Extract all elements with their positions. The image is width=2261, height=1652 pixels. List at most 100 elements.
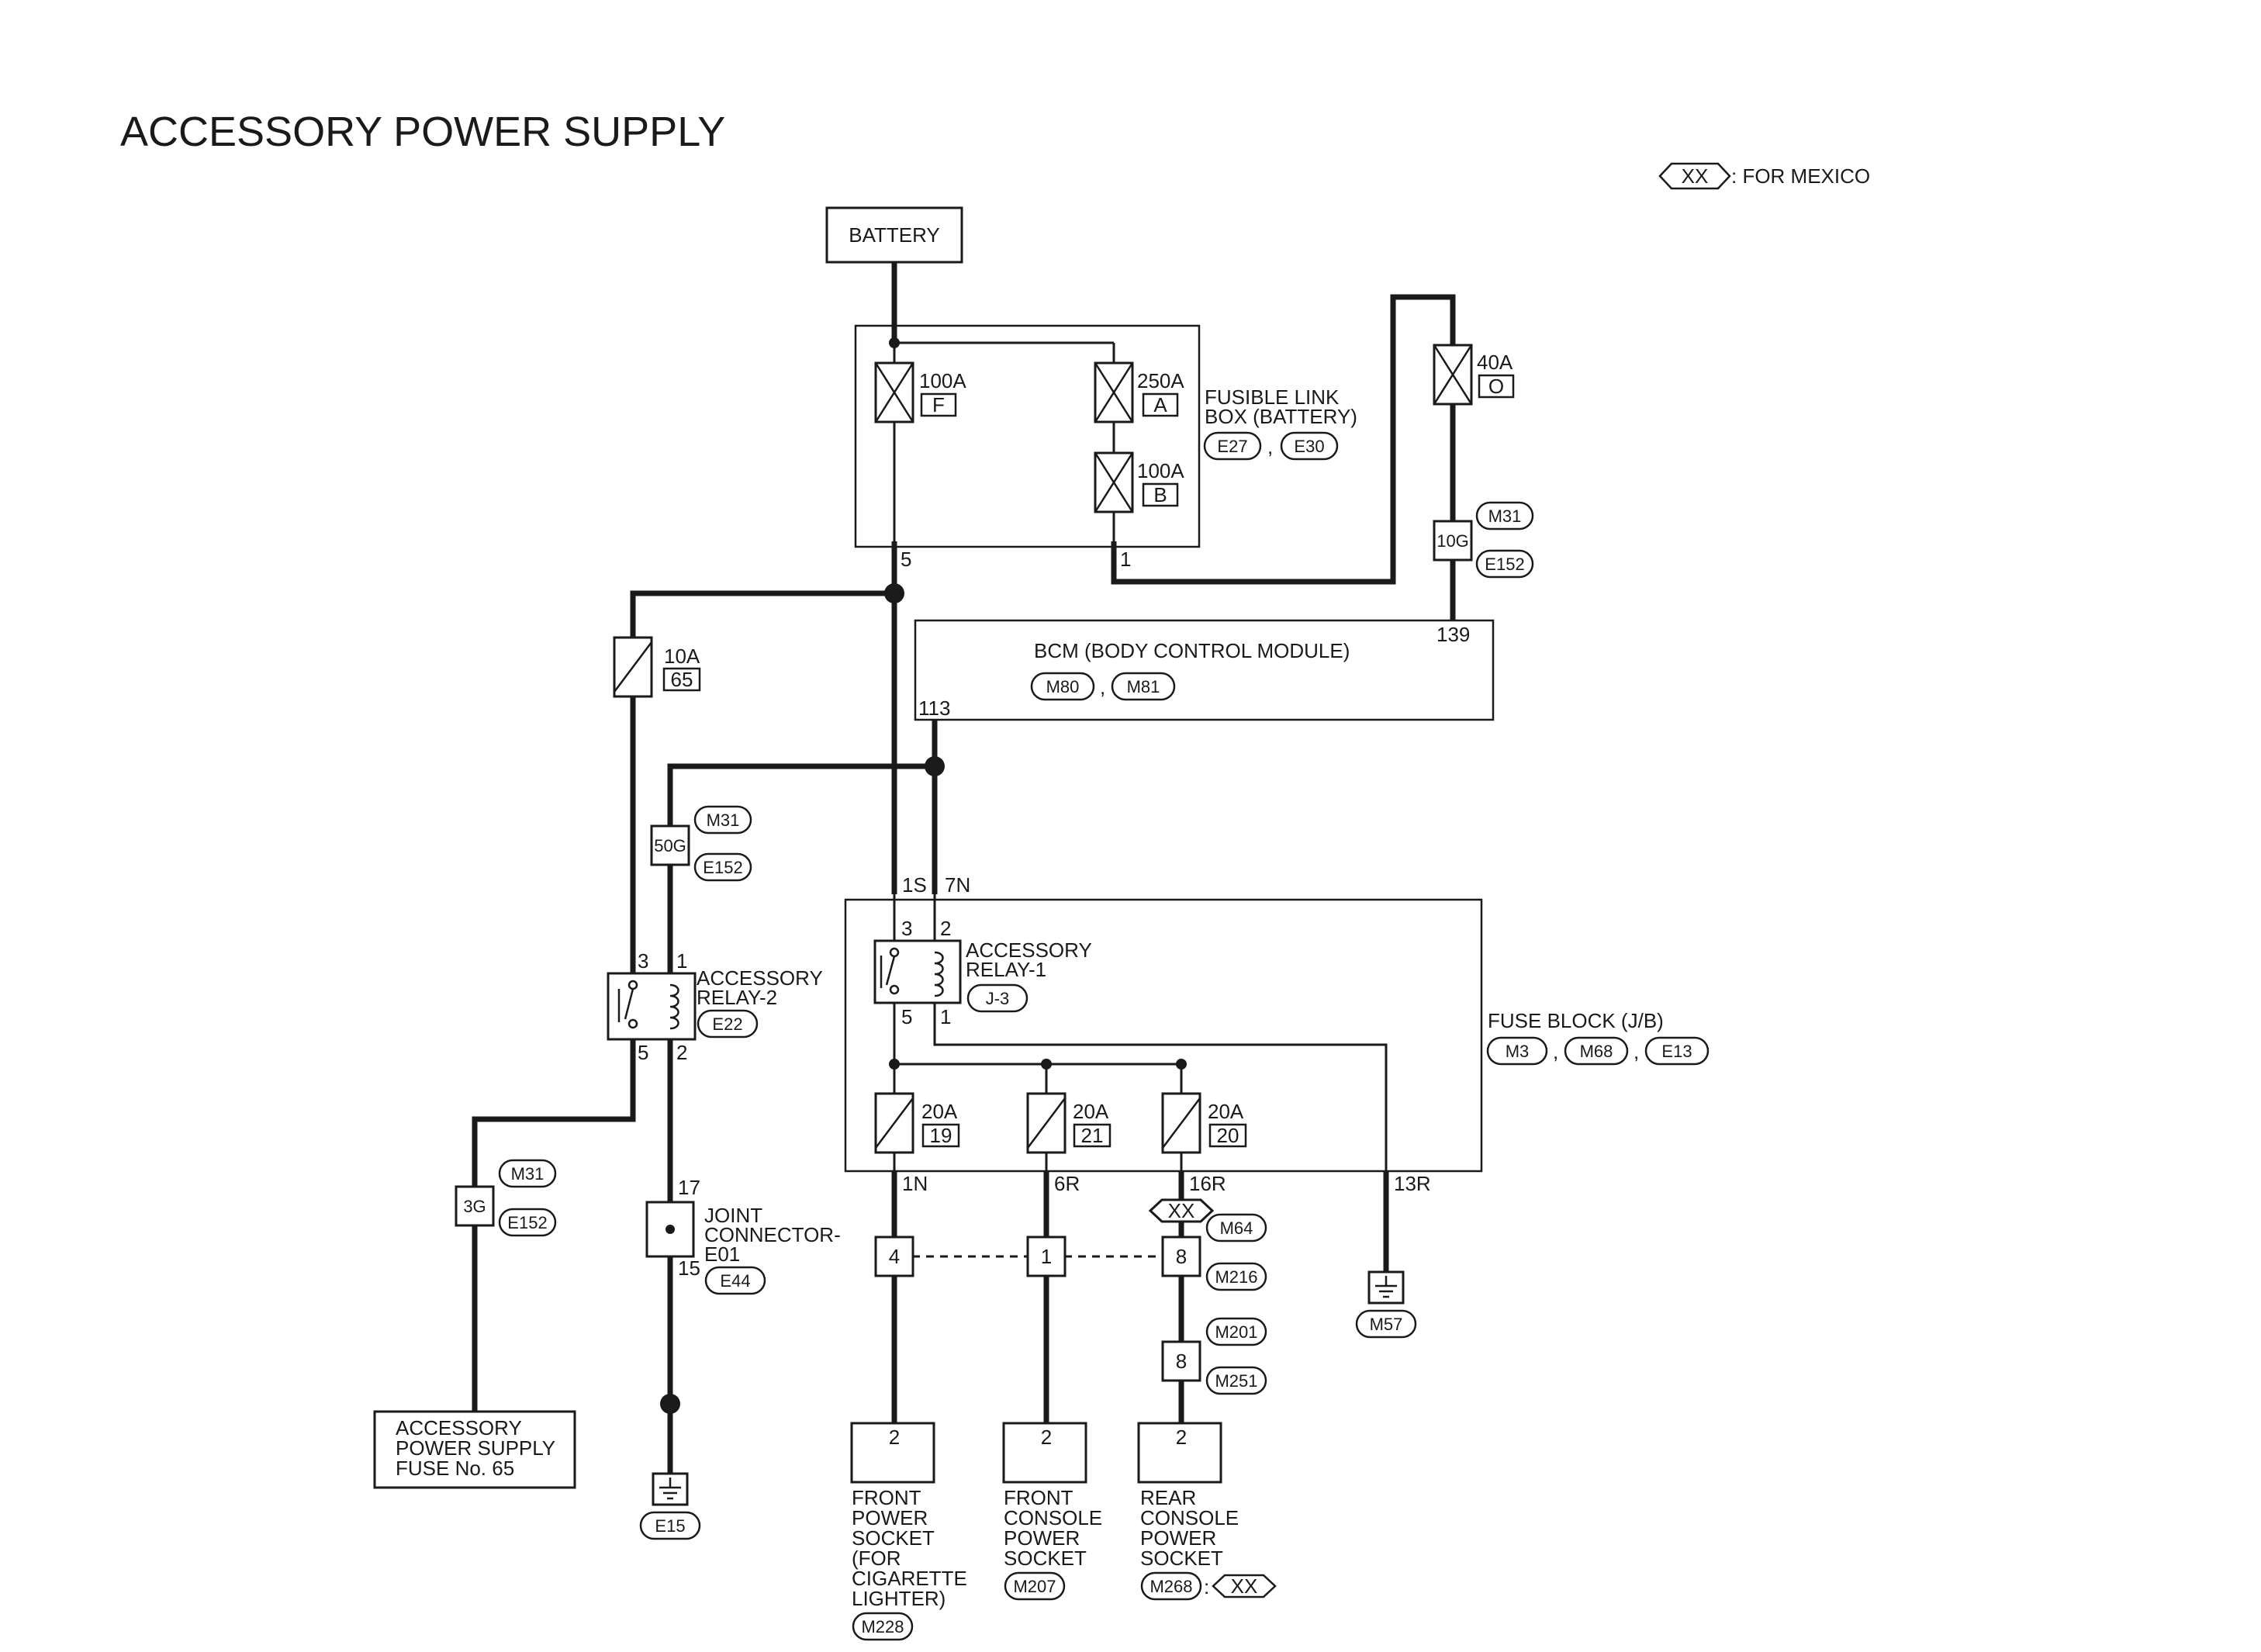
box-label: ACCESSORY [396,1416,522,1439]
fuse-40a: 40A O [1433,344,1515,406]
accessory-relay-2: 3 1 5 2 ACCESSORY RELAY-2 E22 [607,949,823,1064]
pin-label: 139 [1436,623,1470,646]
ground-m57: M57 [1355,1270,1417,1339]
fuse-a-id: A [1153,393,1167,416]
socket-label: LIGHTER) [852,1587,946,1610]
socket-pin: 2 [1176,1426,1187,1449]
relay-2-name: RELAY-2 [697,986,777,1009]
connector-pin: 10G [1436,531,1469,551]
connector-pin: 1 [1041,1245,1052,1268]
relay-1-name: ACCESSORY [966,938,1092,962]
fuse-b-id: B [1153,483,1167,506]
pin-label: 113 [918,696,950,720]
connector-3g: 3G M31 E152 [455,1159,557,1237]
wires [472,262,1456,1474]
fuse-block-name: FUSE BLOCK (J/B) [1488,1009,1664,1032]
pin-label: 1 [940,1005,951,1028]
fuse-b-amp: 100A [1137,459,1184,482]
connector-badge: M80 [1046,677,1080,696]
legend-tag: XX [1682,164,1709,188]
pin-label: 15 [678,1256,700,1280]
pin-label: 1 [676,949,687,973]
pin-label: 5 [901,1005,912,1028]
connector-badge: M31 [1488,506,1522,526]
separator: , [1553,1040,1558,1063]
pin-label: 17 [678,1176,700,1199]
connector-pin: 3G [463,1197,486,1216]
connector-badge: M268 [1150,1577,1192,1596]
socket-label: SOCKET [1004,1547,1087,1570]
pin-label: 1N [902,1172,928,1195]
socket-label: (FOR [852,1547,901,1570]
connector-pin: 8 [1176,1245,1187,1268]
connector-badge: M3 [1506,1042,1530,1061]
fuse-20a-19: 20A 19 [874,1092,960,1154]
connector-badge: M201 [1215,1322,1257,1342]
connector-badge: E152 [1485,555,1524,574]
joint-name: E01 [704,1242,740,1266]
box-label: FUSE No. 65 [396,1457,514,1480]
front-console-power-socket: 2 FRONT CONSOLE POWER SOCKET M207 [1002,1422,1102,1601]
rear-console-power-socket: 2 REAR CONSOLE POWER SOCKET M268 : XX [1137,1422,1277,1601]
separator: , [1634,1040,1639,1063]
separator: : [1204,1575,1209,1598]
xx-tag-label: XX [1168,1199,1195,1222]
relay-coil [934,951,944,997]
fuse-20a-20: 20A 20 [1161,1092,1247,1154]
relay-1-name: RELAY-1 [966,958,1046,981]
fuse-20a-21: 20A 21 [1026,1092,1111,1154]
fusible-link-name: BOX (BATTERY) [1205,405,1357,428]
separator: , [1100,676,1105,699]
fuse-a-amp: 250A [1137,369,1184,392]
accessory-relay-1: 3 2 5 1 ACCESSORY RELAY-1 J-3 [873,917,1092,1028]
joint-name: JOINT [704,1204,762,1227]
connector-badge: M216 [1215,1267,1257,1287]
inline-connector-row: 4 1 8 M64 M216 [874,1213,1267,1291]
pin-label: 13R [1394,1172,1431,1195]
battery-label: BATTERY [849,223,940,247]
inline-connector-m201: 8 M201 M251 [1161,1317,1267,1395]
fuse-o-amp: 40A [1477,351,1513,374]
fuse-f-id: F [932,393,945,416]
socket-label: CONSOLE [1140,1506,1239,1529]
pin-label: 16R [1189,1172,1226,1195]
fuse-id: 19 [930,1124,952,1147]
socket-label: CONSOLE [1004,1506,1102,1529]
junction-dot [884,583,904,603]
pin-label: 2 [676,1041,687,1064]
fuse-65: 10A 65 [613,636,701,698]
pin-label: 2 [940,917,951,940]
fusible-link-name: FUSIBLE LINK [1205,385,1340,409]
diagram-title: ACCESSORY POWER SUPPLY [120,109,725,155]
fuse-f-amp: 100A [919,369,966,392]
fuse-65-id: 65 [671,668,693,691]
legend-mexico: XX : FOR MEXICO [1658,162,1870,190]
ground-e15: E15 [639,1472,701,1540]
pin-label: 3 [638,949,648,973]
socket-label: POWER [1004,1526,1080,1550]
socket-label: SOCKET [852,1526,935,1550]
junction-dot [889,1059,900,1070]
fuse-o-id: O [1488,375,1504,398]
connector-badge: J-3 [986,989,1010,1008]
legend-text: : FOR MEXICO [1731,164,1870,188]
socket-pin: 2 [889,1426,900,1449]
junction-dot [660,1394,680,1414]
socket-label: SOCKET [1140,1547,1223,1570]
connector-10g: 10G M31 E152 [1433,501,1534,579]
socket-label: REAR [1140,1486,1196,1509]
fuse-amp: 20A [921,1100,958,1123]
pin-label: 5 [901,548,911,571]
connector-badge: M251 [1215,1371,1257,1391]
joint-connector-e01: 17 15 JOINT CONNECTOR- E01 E44 [645,1176,841,1295]
connector-badge: M228 [861,1617,904,1636]
xx-tag-label: XX [1231,1574,1258,1598]
pin-label: 1 [1120,548,1131,571]
connector-pin: 50G [654,836,686,855]
connector-pin: 8 [1176,1350,1187,1373]
connector-badge: M64 [1220,1218,1253,1238]
connector-badge: E152 [507,1213,547,1232]
junction-dot [1041,1059,1052,1070]
connector-badge: M81 [1127,677,1160,696]
battery-box: BATTERY [825,206,963,264]
